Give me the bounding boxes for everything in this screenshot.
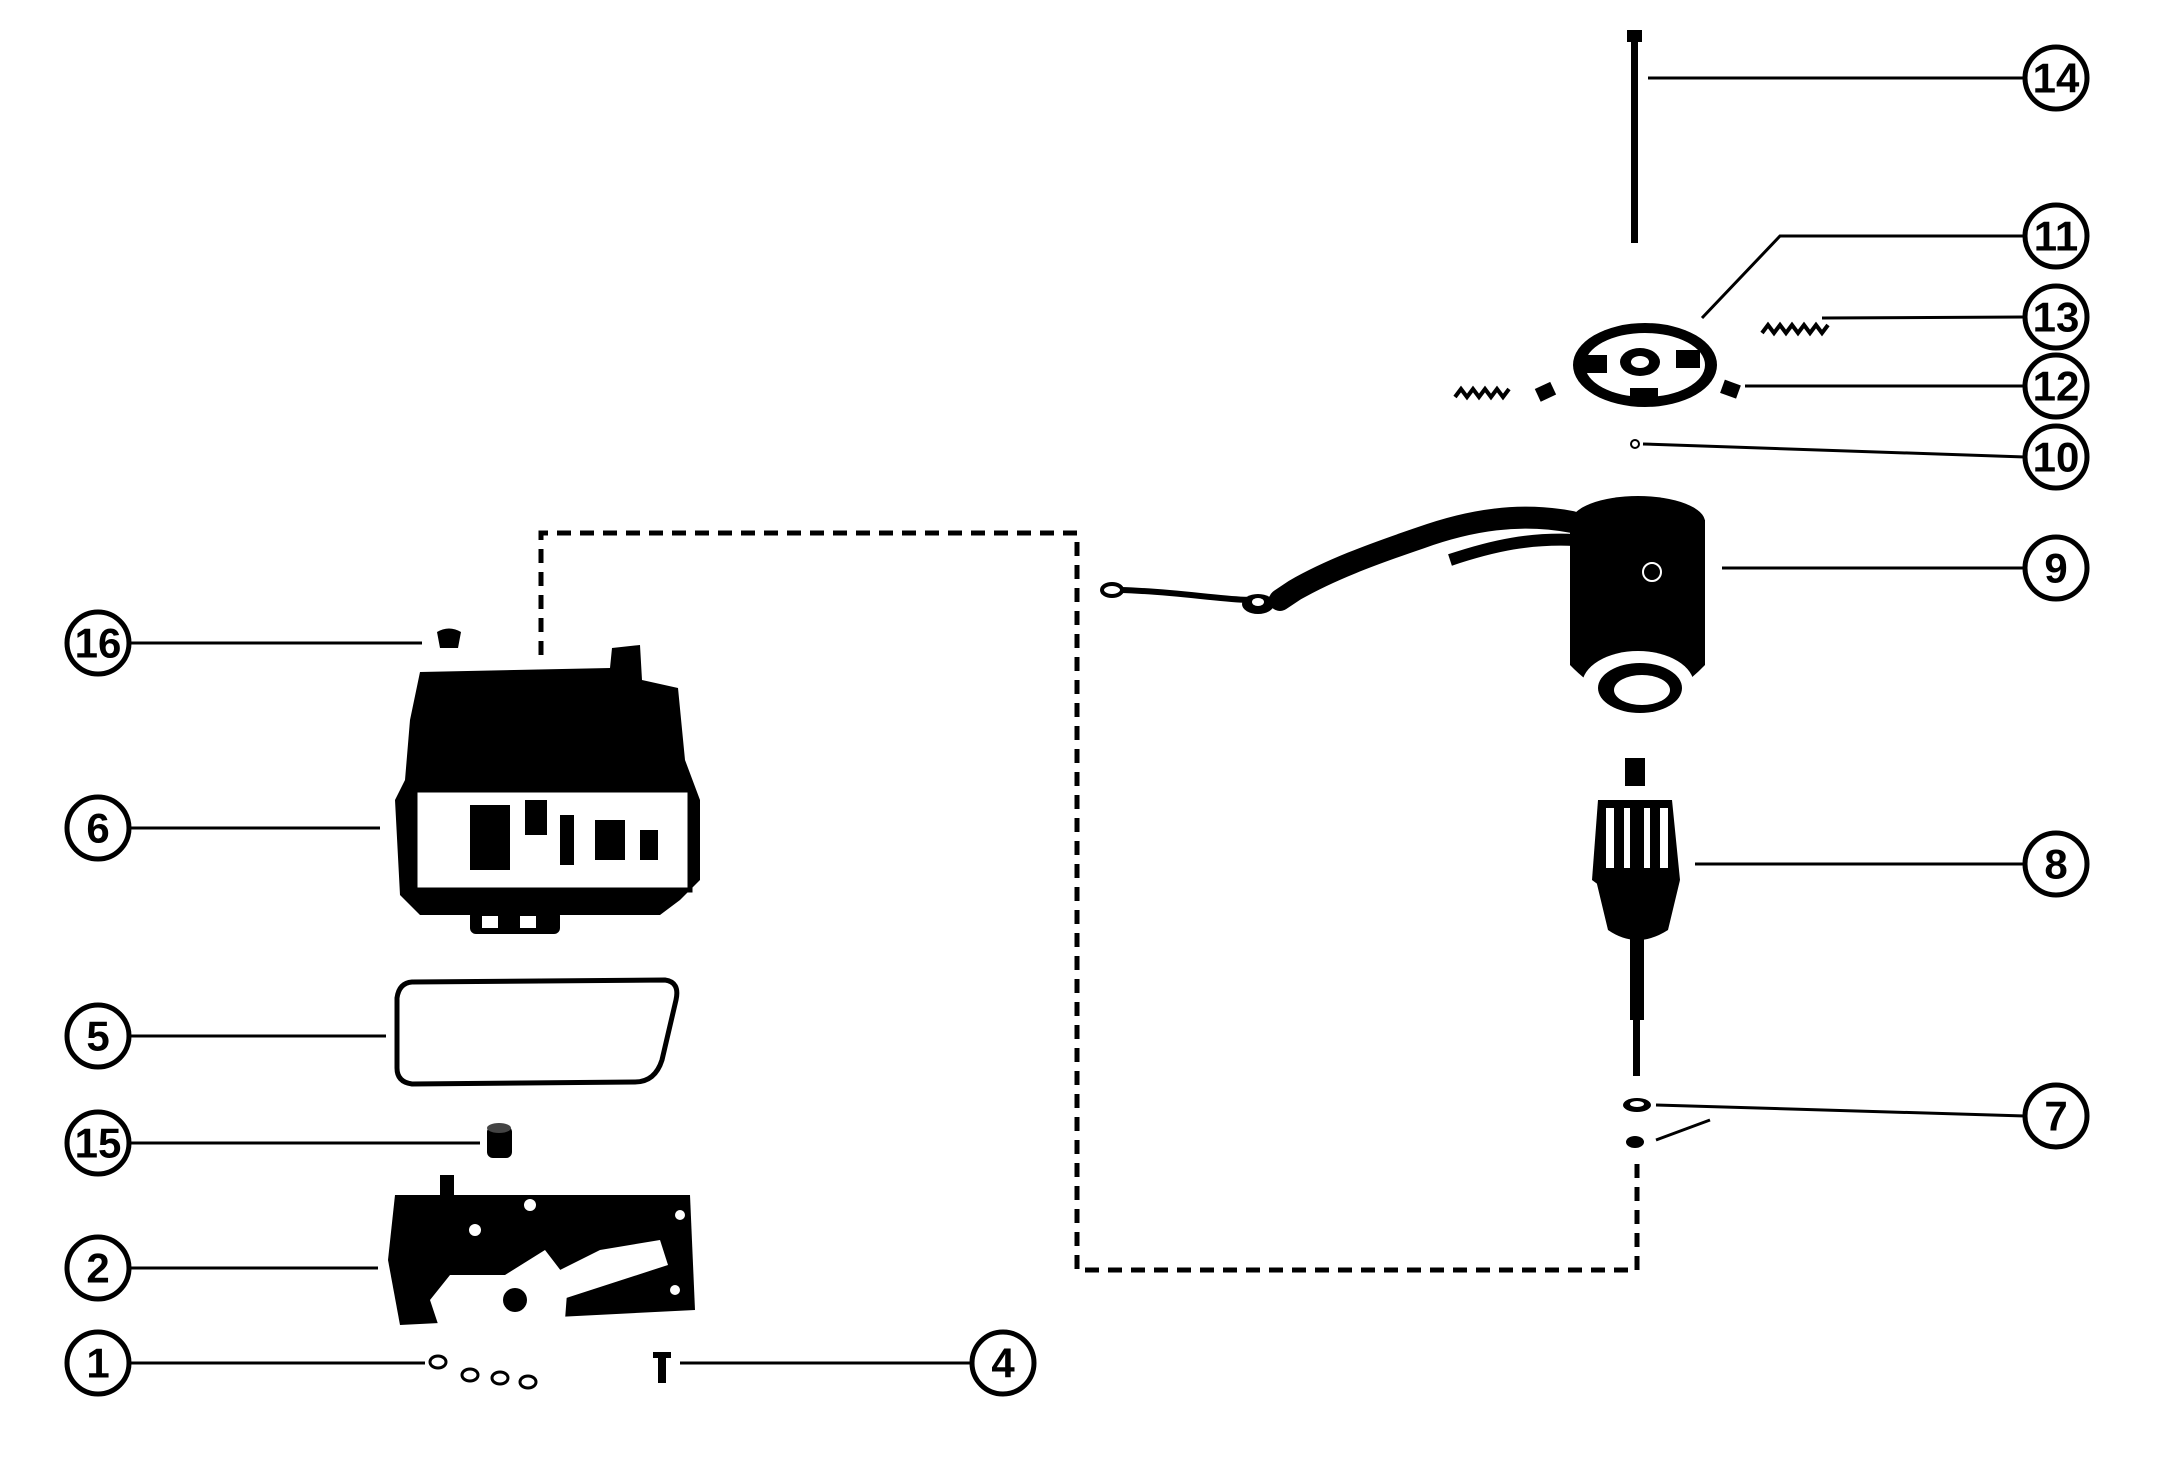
callout-label: 2 (86, 1245, 109, 1292)
callout-label: 9 (2044, 545, 2067, 592)
part-16-cap (437, 628, 461, 648)
callout-15: 15 (64, 1109, 132, 1177)
part-13-springs (1453, 321, 1830, 401)
callout-5: 5 (64, 1002, 132, 1070)
callout-label: 14 (2033, 55, 2080, 102)
assembly-path-dashed (538, 530, 1640, 1273)
callout-14: 14 (2022, 44, 2090, 112)
part-15-bushing (487, 1123, 512, 1158)
callout-2: 2 (64, 1234, 132, 1302)
callout-9: 9 (2022, 534, 2090, 602)
callout-8: 8 (2022, 830, 2090, 898)
callout-label: 4 (991, 1340, 1015, 1387)
part-8-armature (1592, 758, 1680, 1076)
part-10-washer (1630, 439, 1640, 449)
callout-1: 1 (64, 1329, 132, 1397)
callout-16: 16 (64, 609, 132, 677)
part-2-cover-plate (388, 1175, 695, 1345)
callout-label: 5 (86, 1013, 109, 1060)
part-14-rod (1627, 30, 1642, 243)
callout-label: 7 (2044, 1093, 2067, 1140)
part-9-motor-housing (1100, 496, 1705, 719)
part-7-bearings (1623, 1098, 1651, 1148)
callout-label: 6 (86, 805, 109, 852)
callout-label: 15 (75, 1120, 122, 1167)
callout-6: 6 (64, 794, 132, 862)
callout-label: 8 (2044, 841, 2067, 888)
part-5-gasket (394, 977, 680, 1087)
callout-12: 12 (2022, 352, 2090, 420)
callout-7: 7 (2022, 1082, 2090, 1150)
callout-10: 10 (2022, 423, 2090, 491)
callout-label: 10 (2033, 434, 2080, 481)
part-11-brush-plate (1573, 323, 1717, 407)
part-6-gearbox-housing (395, 645, 700, 934)
callout-4: 4 (969, 1329, 1037, 1397)
callout-label: 16 (75, 620, 122, 667)
part-1-o-rings (428, 1354, 538, 1390)
callout-11: 11 (2022, 202, 2090, 270)
leader-lines (130, 76, 2026, 1365)
callout-13: 13 (2022, 283, 2090, 351)
callout-label: 11 (2034, 213, 2078, 260)
part-12-brushes (1534, 379, 1741, 402)
callout-label: 13 (2033, 294, 2080, 341)
callout-label: 12 (2033, 363, 2080, 410)
part-4-screw (653, 1352, 671, 1383)
callout-label: 1 (86, 1340, 109, 1387)
